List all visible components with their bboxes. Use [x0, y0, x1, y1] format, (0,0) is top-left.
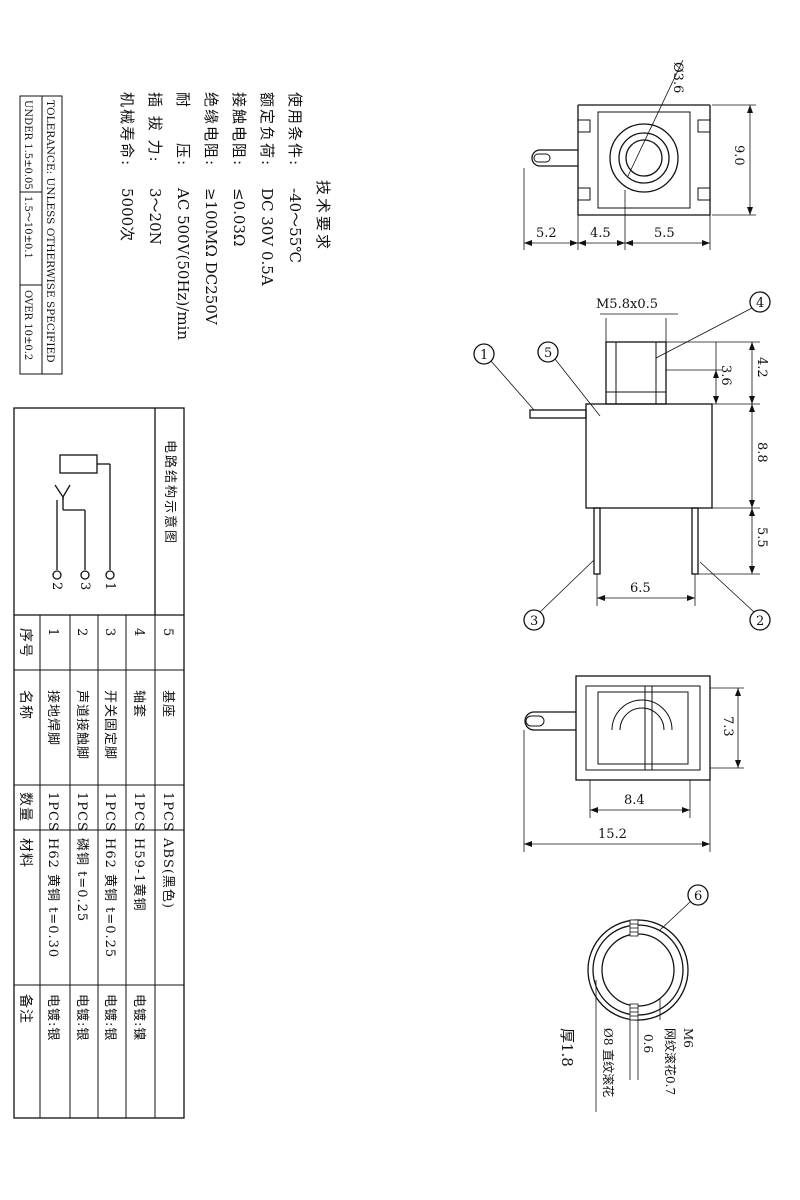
- nut-gap: 0.6: [641, 1034, 655, 1053]
- spec-title: 技术要求: [314, 180, 332, 252]
- spec-value: ≤0.03Ω: [230, 188, 248, 246]
- tolerance-cell-1: UNDER 1.5±0.05: [22, 100, 33, 190]
- nut-knurl: 网纹滚花0.7: [663, 1028, 678, 1095]
- table-cell: 4: [131, 628, 146, 637]
- table-cell: 电镀:银: [45, 994, 61, 1041]
- top-view: Ø3.6 9.0 5.2 4.5 5.5: [523, 59, 756, 250]
- table-cell: 开关固定脚: [102, 690, 118, 760]
- table-cell: 电镀:银: [74, 994, 90, 1041]
- circuit-pin-2: 2: [49, 582, 64, 590]
- top-view-height: 9.0: [731, 145, 746, 166]
- bottom-dim-15-2: 15.2: [598, 827, 627, 842]
- top-view-dim-2: 4.5: [590, 226, 611, 241]
- table-cell: 1PCS: [102, 792, 117, 832]
- table-cell: 接地焊脚: [45, 690, 61, 746]
- spec-value: 3～20N: [146, 188, 164, 245]
- side-dim-8-8: 8.8: [754, 442, 769, 463]
- balloon-2: 2: [756, 614, 764, 629]
- spec-value: DC 30V 0.5A: [258, 188, 276, 286]
- table-cell: 5: [160, 628, 175, 637]
- bottom-view: 7.3 8.4 15.2: [523, 675, 744, 852]
- nut-thread: M6: [681, 1028, 695, 1048]
- spec-value: -40～55℃: [286, 188, 304, 263]
- spec-label: 额定负荷:: [258, 92, 276, 167]
- table-cell: ABS(黑色): [160, 837, 176, 909]
- table-header: 序号: [17, 628, 33, 658]
- spec-label: 耐 压:: [174, 92, 192, 167]
- spec-label: 机械寿命:: [118, 92, 136, 167]
- side-dim-4-2: 4.2: [754, 357, 769, 378]
- table-cell: 电镀:镍: [131, 994, 147, 1041]
- table-cell: 声道接触脚: [74, 690, 90, 760]
- table-header: 名称: [17, 690, 33, 720]
- circuit-title: 电路结构示意图: [162, 440, 178, 545]
- table-cell: 1PCS: [74, 792, 89, 832]
- balloon-5: 5: [544, 346, 552, 361]
- side-view: M5.8x0.5 3.6 4.2 8.8 5.5 6.5 1 5 4: [473, 291, 771, 631]
- spec-label: 绝缘电阻:: [202, 92, 220, 167]
- table-cell: 磷铜 t=0.25: [74, 838, 89, 922]
- balloon-6: 6: [694, 889, 702, 904]
- table-cell: 轴套: [131, 690, 147, 718]
- table-header: 材料: [17, 838, 33, 868]
- side-dim-6-5: 6.5: [630, 581, 651, 596]
- spec-value: 5000次: [118, 188, 136, 241]
- nut-thickness: 厚1.8: [558, 1028, 576, 1067]
- spec-label: 接触电阻:: [230, 92, 248, 167]
- circuit-diagram: 电路结构示意图 1 3 2: [49, 440, 178, 590]
- spec-label: 插 拔 力:: [146, 92, 164, 164]
- table-cell: 1PCS: [131, 792, 146, 832]
- spec-value: ≥100MΩ DC250V: [202, 188, 220, 326]
- table-cell: H59-1黄铜: [131, 838, 146, 912]
- balloon-3: 3: [530, 614, 538, 629]
- balloon-4: 4: [756, 296, 764, 311]
- table-cell: 1: [45, 628, 60, 637]
- tolerance-cell-3: OVER 10±0.2: [22, 290, 33, 360]
- spec-value: AC 500V(50Hz)/min: [174, 187, 192, 340]
- tolerance-header: TOLERANCE: UNLESS OTHERWISE SPECIFIED: [44, 100, 56, 363]
- top-view-dim-1: 5.2: [536, 226, 557, 241]
- table-cell: H62 黄铜 t=0.25: [102, 838, 117, 958]
- top-view-dim-3: 5.5: [654, 226, 675, 241]
- table-cell: 基座: [160, 690, 175, 718]
- circuit-pin-3: 3: [77, 582, 92, 590]
- tolerance-box: TOLERANCE: UNLESS OTHERWISE SPECIFIED UN…: [19, 95, 63, 375]
- table-cell: 1PCS: [45, 792, 60, 832]
- spec-label: 使用条件:: [286, 92, 304, 167]
- table-cell: 3: [102, 628, 117, 637]
- top-view-dia: Ø3.6: [670, 62, 685, 93]
- spec-block: 技术要求 使用条件: -40～55℃ 额定负荷: DC 30V 0.5A 接触电阻: ≤0…: [118, 92, 332, 340]
- side-view-thread: M5.8x0.5: [596, 297, 658, 312]
- table-cell: 2: [74, 628, 89, 637]
- table-cell: 电镀:银: [102, 994, 118, 1041]
- balloon-1: 1: [480, 348, 488, 363]
- tolerance-cell-2: 1.5～10±0.1: [22, 196, 33, 259]
- circuit-pin-1: 1: [102, 582, 117, 590]
- side-dim-3-6: 3.6: [718, 365, 733, 386]
- table-header: 备注: [17, 994, 34, 1024]
- table-header: 数量: [17, 792, 33, 822]
- bottom-dim-8-4: 8.4: [624, 793, 645, 808]
- table-cell: 1PCS: [160, 792, 175, 832]
- table-cell: H62 黄铜 t=0.30: [45, 838, 60, 958]
- side-dim-5-5: 5.5: [754, 527, 769, 548]
- bottom-dim-7-3: 7.3: [720, 716, 735, 737]
- nut-outer: Ø8 直纹滚花: [601, 1028, 616, 1097]
- nut-view: 6 M6 网纹滚花0.7 0.6 Ø8 直纹滚花 厚1.8: [558, 884, 709, 1112]
